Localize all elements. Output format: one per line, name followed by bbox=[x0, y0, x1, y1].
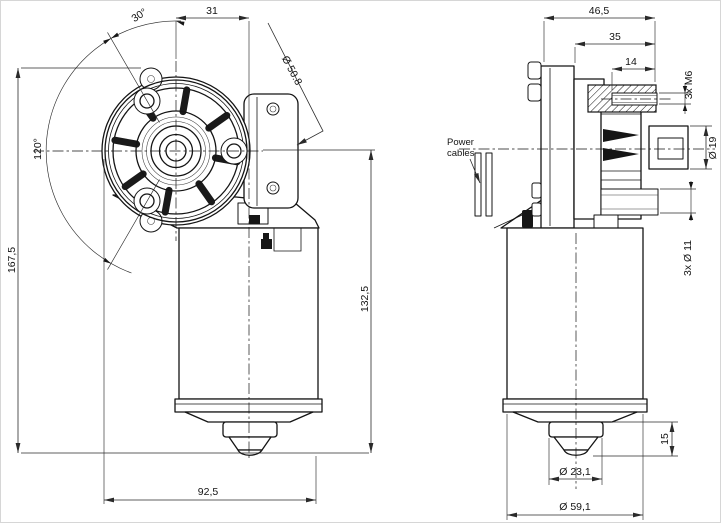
dim-35-label: 35 bbox=[609, 31, 621, 43]
dim-offset-31: 31 bbox=[175, 5, 249, 59]
side-centerlines bbox=[459, 148, 715, 489]
dim-thread-depth: 14 bbox=[611, 56, 655, 90]
mount-hole-label: 3x Ø 11 bbox=[682, 240, 694, 276]
front-view: 30° 120° 31 Ø 50.8 167,5 132,5 bbox=[6, 5, 375, 504]
dim-end-cap: 15 bbox=[593, 421, 678, 457]
thread-callout-label: 3x M6 bbox=[683, 71, 695, 100]
dim-14-label: 14 bbox=[625, 56, 637, 68]
dim-bearing-cap-dia: Ø 23,1 bbox=[548, 438, 603, 485]
dim-motor-body-dia: Ø 59,1 bbox=[506, 414, 644, 520]
dim-92-5-label: 92,5 bbox=[198, 486, 219, 498]
mounting-plate bbox=[527, 61, 575, 229]
gearbox-housing-front bbox=[243, 93, 299, 209]
dim-31-label: 31 bbox=[206, 5, 218, 17]
bearing-cap-dia-label: Ø 23,1 bbox=[559, 466, 591, 478]
motor-body-front bbox=[174, 227, 323, 456]
thread-callout: 3x M6 bbox=[659, 71, 695, 114]
gearbox-side bbox=[573, 78, 671, 229]
angle-120-label: 120° bbox=[32, 138, 44, 160]
dim-shaft-dia: Ø 19 bbox=[690, 125, 719, 170]
side-view: Power cables 46,5 35 14 bbox=[447, 5, 719, 520]
power-cables bbox=[474, 152, 493, 217]
motor-body-side bbox=[502, 227, 648, 456]
angle-30-label: 30° bbox=[129, 6, 149, 25]
bolt-circle-label: Ø 50.8 bbox=[279, 54, 304, 88]
front-centerlines bbox=[33, 21, 263, 459]
shaft-dia-label: Ø 19 bbox=[707, 136, 719, 159]
dim-167-5-label: 167,5 bbox=[6, 247, 18, 273]
dim-overall-height: 167,5 bbox=[6, 67, 369, 454]
power-cables-label-2: cables bbox=[447, 148, 475, 159]
dim-overall-depth: 46,5 bbox=[543, 5, 656, 82]
dim-132-5-label: 132,5 bbox=[359, 286, 371, 312]
dim-15-label: 15 bbox=[659, 433, 671, 445]
dim-46-5-label: 46,5 bbox=[589, 5, 610, 17]
dim-gearbox-depth: 35 bbox=[574, 31, 655, 63]
motor-body-dia-label: Ø 59,1 bbox=[559, 501, 591, 513]
output-shaft bbox=[648, 125, 689, 170]
dim-motor-length: 132,5 bbox=[263, 149, 375, 453]
power-cables-label-1: Power bbox=[447, 137, 474, 148]
dim-overall-width: 92,5 bbox=[103, 159, 317, 504]
mount-hole-callout: 3x Ø 11 bbox=[660, 181, 696, 276]
power-cables-callout: Power cables bbox=[447, 137, 481, 184]
